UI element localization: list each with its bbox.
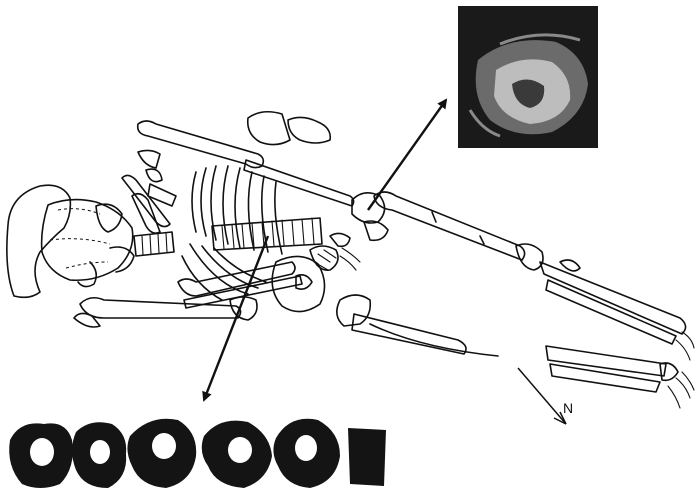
upper-limbs <box>122 112 354 233</box>
pointer-arrow-to-photo <box>368 100 446 210</box>
compass-north-label: N <box>563 400 573 416</box>
vertebra-5 <box>273 419 340 488</box>
forearm-and-hand <box>178 233 360 308</box>
vertebra-photo <box>458 6 598 148</box>
vertebra-4 <box>202 421 272 488</box>
vertebra-1 <box>9 423 73 488</box>
skull <box>7 185 134 297</box>
vertebra-3 <box>127 419 196 488</box>
pelvis <box>230 193 388 320</box>
cervical-column <box>134 232 174 256</box>
second-leg <box>337 295 694 408</box>
vertebra-6 <box>348 428 386 486</box>
vertebra-2 <box>72 422 126 488</box>
vertebrae-strip <box>9 419 386 488</box>
lower-leg <box>540 260 694 360</box>
femur <box>374 192 543 270</box>
